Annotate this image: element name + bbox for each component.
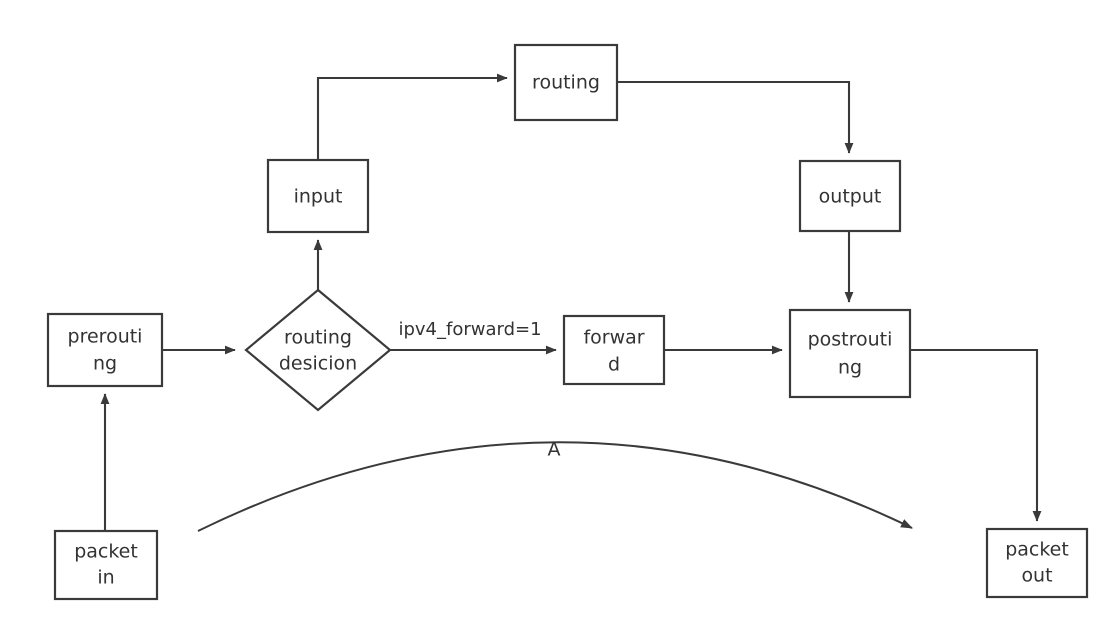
forward-label-line1: forwar <box>583 327 644 349</box>
postrouting-label-line2: ng <box>838 357 862 379</box>
edge-postrouting-to-packet-out <box>910 348 1042 522</box>
forward-label-line2: d <box>608 354 620 376</box>
node-postrouting[interactable]: postrouti ng <box>788 308 912 399</box>
node-prerouting[interactable]: prerouti ng <box>46 312 164 388</box>
input-label-line1: input <box>294 186 343 208</box>
packet-out-label-line1: packet <box>1005 539 1069 561</box>
prerouting-box[interactable] <box>46 312 164 388</box>
routing-label-line1: routing <box>532 72 600 94</box>
edge-arc-a <box>197 441 913 532</box>
arc-label-a: A <box>548 439 561 461</box>
node-routing[interactable]: routing <box>513 43 619 122</box>
edge-label-ipv4-forward: ipv4_forward=1 <box>398 319 541 340</box>
output-box[interactable] <box>798 159 902 233</box>
packet-in-label-line1: packet <box>74 541 138 563</box>
packet-out-label-line2: out <box>1021 565 1052 587</box>
packet-out-box[interactable] <box>985 527 1089 599</box>
prerouting-label-line2: ng <box>93 353 117 375</box>
node-packet-out[interactable]: packet out <box>985 527 1089 599</box>
packet-in-box[interactable] <box>53 529 159 601</box>
edge-routing-to-output <box>617 80 854 154</box>
forward-box[interactable] <box>562 314 666 386</box>
routing-box[interactable] <box>513 43 619 122</box>
routing-decision-label-line1: routing <box>284 327 352 349</box>
node-forward[interactable]: forwar d <box>562 314 666 386</box>
routing-decision-diamond[interactable] <box>244 288 392 412</box>
output-label-line1: output <box>819 186 882 208</box>
postrouting-box[interactable] <box>788 308 912 399</box>
node-output[interactable]: output <box>798 159 902 233</box>
packet-in-label-line2: in <box>97 567 114 589</box>
node-routing-decision[interactable]: routing desicion <box>244 288 392 412</box>
input-box[interactable] <box>266 158 370 234</box>
postrouting-label-line1: postrouti <box>808 329 893 351</box>
node-packet-in[interactable]: packet in <box>53 529 159 601</box>
routing-decision-label-line2: desicion <box>279 353 357 375</box>
prerouting-label-line1: prerouti <box>68 326 143 348</box>
edge-input-to-routing <box>316 73 508 160</box>
node-input[interactable]: input <box>266 158 370 234</box>
